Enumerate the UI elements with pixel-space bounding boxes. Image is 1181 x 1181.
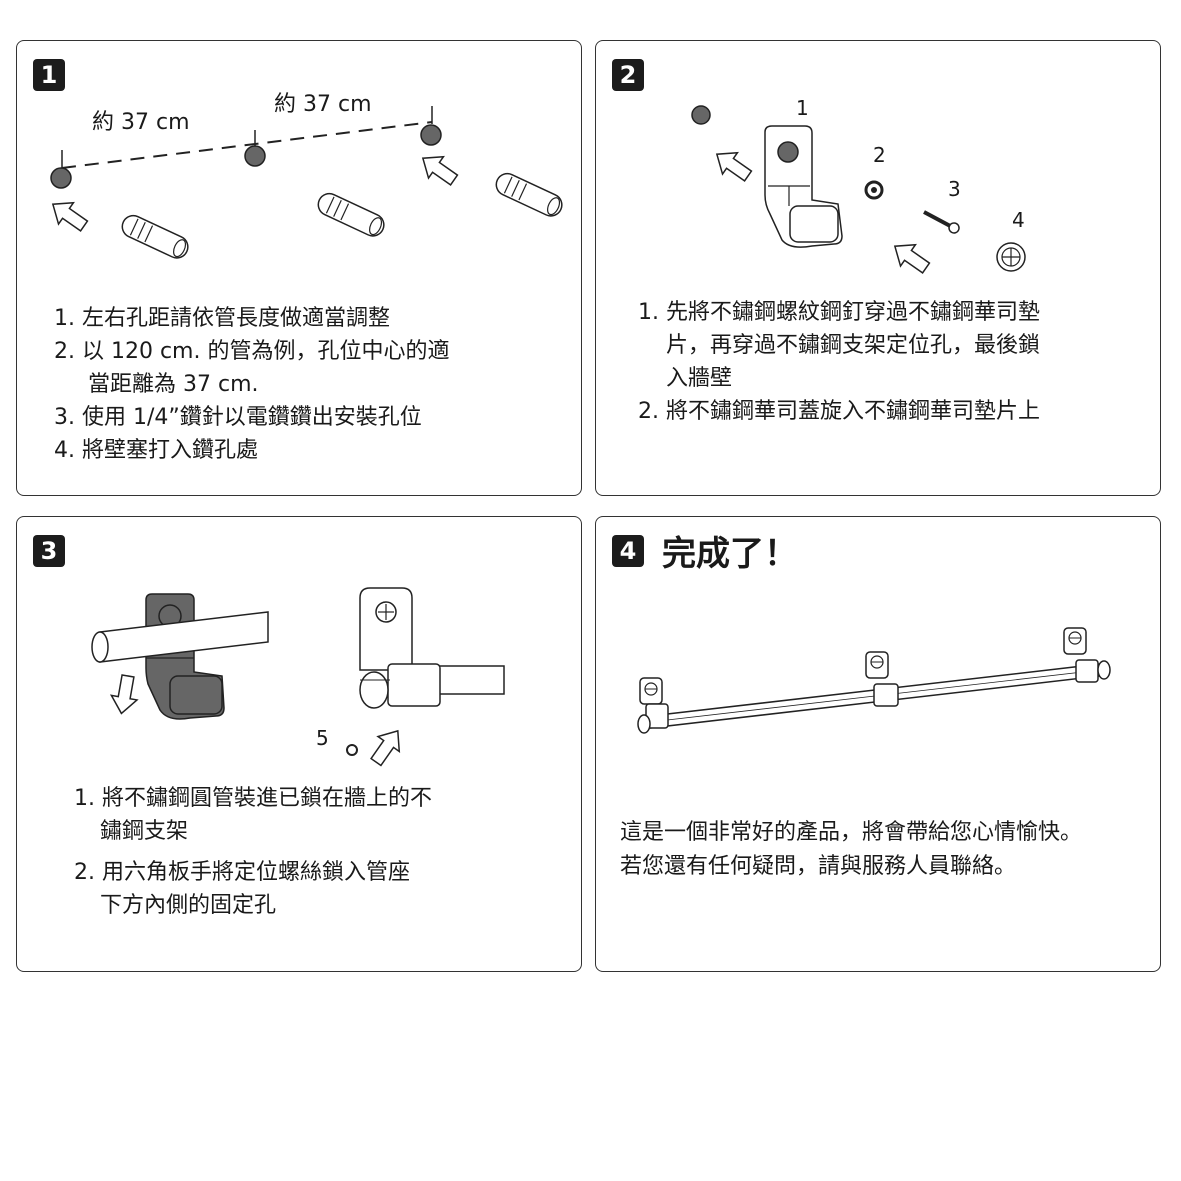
completion-message: 這是一個非常好的產品，將會帶給您心情愉快。 若您還有任何疑問，請與服務人員聯絡。 bbox=[620, 816, 1082, 884]
step-text: 2. 以 120 cm. 的管為例，孔位中心的適 bbox=[54, 339, 450, 364]
step-text: 1. 將不鏽鋼圓管裝進已鎖在牆上的不 bbox=[74, 786, 432, 811]
drill-hole-middle bbox=[244, 145, 266, 167]
distance-label-right: 約 37 cm bbox=[274, 92, 372, 117]
part-label: 5 bbox=[316, 726, 329, 750]
step-text: 3. 使用 1/4”鑽針以電鑽鑽出安裝孔位 bbox=[54, 405, 422, 430]
part-label: 3 bbox=[948, 177, 961, 201]
panel1-steps: 1. 左右孔距請依管長度做適當調整 2. 以 120 cm. 的管為例，孔位中心… bbox=[54, 302, 449, 467]
step-text: 入牆壁 bbox=[666, 366, 733, 391]
part-label: 1 bbox=[796, 96, 809, 120]
step-text: 片，再穿過不鏽鋼支架定位孔，最後鎖 bbox=[666, 333, 1041, 358]
part-label: 4 bbox=[1012, 208, 1025, 232]
step-text: 1. 左右孔距請依管長度做適當調整 bbox=[54, 306, 390, 331]
panel-step-4: 4 bbox=[595, 516, 1161, 972]
step-text: 4. 將壁塞打入鑽孔處 bbox=[54, 438, 258, 463]
panel2-steps: 1. 先將不鏽鋼螺紋鋼釘穿過不鏽鋼華司墊 片，再穿過不鏽鋼支架定位孔，最後鎖 入… bbox=[638, 296, 1040, 428]
wall-plug-left bbox=[121, 214, 189, 259]
distance-label-left: 約 37 cm bbox=[92, 110, 190, 135]
step-badge: 4 bbox=[612, 535, 644, 567]
step-text: 當距離為 37 cm. bbox=[88, 372, 259, 397]
step-text: 2. 將不鏽鋼華司蓋旋入不鏽鋼華司墊片上 bbox=[638, 399, 1040, 424]
wall-plug-middle bbox=[317, 192, 385, 237]
panel-step-3: 3 bbox=[16, 516, 582, 972]
drill-hole-right bbox=[420, 124, 442, 146]
message-line: 若您還有任何疑問，請與服務人員聯絡。 bbox=[620, 854, 1017, 879]
drill-hole-left bbox=[50, 167, 72, 189]
step-text: 鏽鋼支架 bbox=[100, 819, 189, 844]
completion-title: 完成了！ bbox=[662, 534, 798, 574]
step-badge: 2 bbox=[612, 59, 644, 91]
arrow-icon bbox=[421, 155, 459, 186]
panel-step-1: 1 bbox=[16, 40, 582, 496]
step-text: 1. 先將不鏽鋼螺紋鋼釘穿過不鏽鋼華司墊 bbox=[638, 300, 1040, 325]
message-line: 這是一個非常好的產品，將會帶給您心情愉快。 bbox=[620, 820, 1083, 845]
step-badge: 3 bbox=[33, 535, 65, 567]
wall-plug-right bbox=[495, 172, 563, 217]
step-badge: 1 bbox=[33, 59, 65, 91]
step-text: 2. 用六角板手將定位螺絲鎖入管座 bbox=[74, 860, 410, 885]
panel3-steps: 1. 將不鏽鋼圓管裝進已鎖在牆上的不 鏽鋼支架 2. 用六角板手將定位螺絲鎖入管… bbox=[74, 782, 432, 922]
step-text: 下方內側的固定孔 bbox=[100, 893, 277, 918]
panel-step-2: 2 bbox=[595, 40, 1161, 496]
panel1-drill-illustration bbox=[50, 106, 563, 259]
part-label: 2 bbox=[873, 143, 886, 167]
arrow-icon bbox=[51, 201, 89, 232]
hole-spacing-line bbox=[61, 121, 433, 169]
